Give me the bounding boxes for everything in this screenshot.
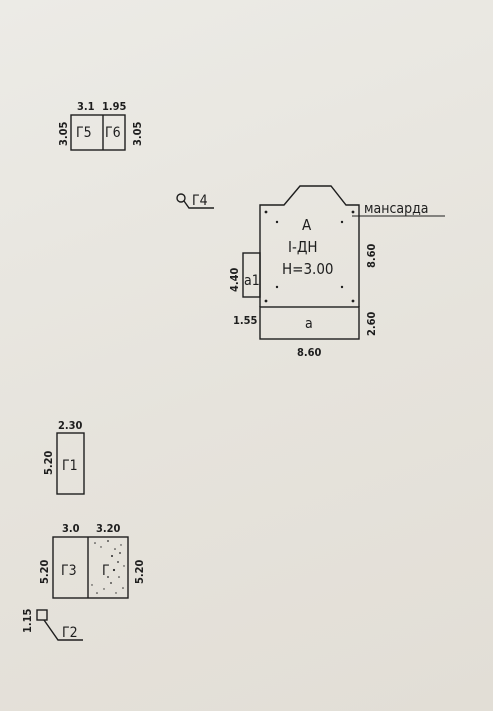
house-height: H=3.00: [282, 260, 334, 278]
house-bottom-dim: 8.60: [297, 346, 322, 359]
annex-a1-height-dim: 4.40: [228, 267, 241, 292]
g2-label: Г2: [62, 625, 78, 641]
g2-block: Г2 1.15: [21, 608, 83, 641]
attic-label: мансарда: [364, 201, 429, 217]
main-house: мансарда А I-ДН H=3.00 8.60 а 2.60 8.60 …: [228, 185, 445, 359]
g1-height-dim: 5.20: [42, 450, 55, 475]
annex-a1-width-dim: 1.55: [233, 314, 258, 327]
g6-label: Г6: [105, 125, 121, 141]
house-type: I-ДН: [288, 238, 318, 256]
g6-height-dim: 3.05: [131, 121, 144, 146]
g3-height-left-dim: 5.20: [38, 559, 51, 584]
g4-point-icon: [176, 193, 186, 203]
g1-width-dim: 2.30: [58, 419, 83, 432]
main-house-outline: [259, 185, 360, 307]
g2-outline: [36, 609, 48, 621]
g4-leader-line: [183, 200, 214, 209]
g5-g6-block: Г5 Г6 3.1 1.95 3.05 3.05: [57, 100, 144, 151]
g4-marker: Г4: [176, 193, 214, 209]
g2-leader-line: [43, 619, 83, 641]
annex-a1-outline: [242, 252, 261, 298]
g1-outline: [56, 432, 85, 495]
annex-a1-label: а1: [244, 273, 260, 289]
house-letter: А: [302, 216, 312, 234]
g3-right-speckle: [91, 540, 125, 594]
annex-a-outline: [259, 306, 360, 340]
g5-label: Г5: [76, 125, 92, 141]
g3-block: Г3 Г 3.0 3.20 5.20 5.20: [38, 522, 146, 599]
g3-width-dim: 3.0: [62, 522, 80, 535]
g2-size-dim: 1.15: [21, 608, 34, 633]
g1-label: Г1: [62, 458, 78, 474]
g6-width-dim: 1.95: [102, 100, 127, 113]
g5-g6-outline: [70, 114, 126, 151]
house-side-dim: 8.60: [365, 243, 378, 268]
g3-label: Г3: [61, 563, 77, 579]
g5-width-dim: 3.1: [77, 100, 95, 113]
g3-right-width-dim: 3.20: [96, 522, 121, 535]
annex-a-label: а: [305, 316, 313, 332]
g4-label: Г4: [192, 193, 208, 209]
annex-a-height-dim: 2.60: [365, 311, 378, 336]
g3-outline: [52, 536, 129, 599]
g5-height-dim: 3.05: [57, 121, 70, 146]
g3-height-right-dim: 5.20: [133, 559, 146, 584]
g3-right-label: Г: [102, 563, 110, 579]
g1-block: Г1 2.30 5.20: [42, 419, 85, 495]
corner-marks: [264, 210, 355, 303]
